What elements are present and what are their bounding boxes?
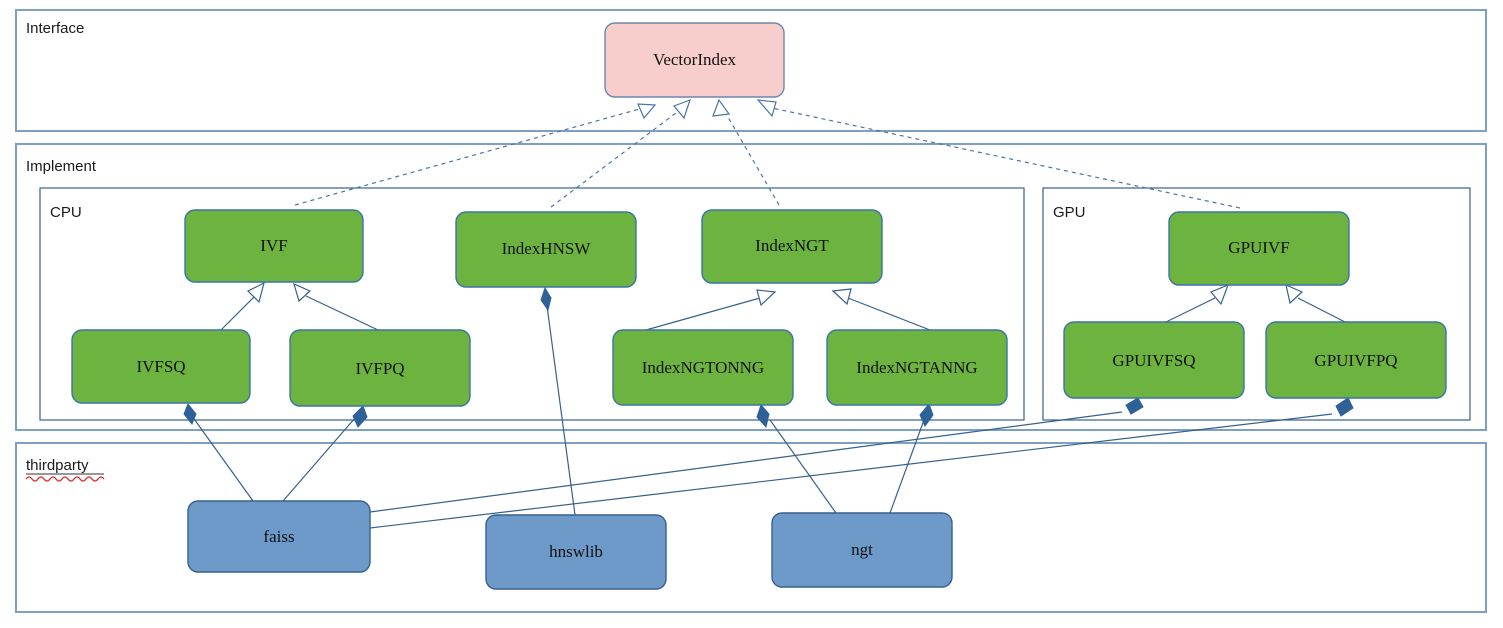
edge-gpuivfpq-to-gpuivf — [1285, 283, 1346, 323]
filled-diamond-icon — [1125, 397, 1144, 415]
edge-gpuivf-to-vectorindex — [756, 99, 1241, 209]
group-implement-label: Implement — [26, 158, 97, 175]
hollow-triangle-arrow-icon — [712, 98, 731, 117]
node-ngt-label: ngt — [851, 540, 873, 559]
edge-indexngt-to-vectorindex — [712, 98, 780, 206]
edge-hnswlib-to-indexhnsw — [540, 286, 576, 516]
node-faiss[interactable]: faiss — [187, 500, 371, 573]
node-hnswlib[interactable]: hnswlib — [485, 514, 667, 590]
node-indexngt[interactable]: IndexNGT — [701, 209, 883, 284]
edge-ngt-to-indexngtanng — [889, 403, 934, 514]
node-vectorindex[interactable]: VectorIndex — [604, 22, 785, 98]
edge-ivfpq-to-ivf — [293, 282, 379, 331]
group-interface-label: Interface — [26, 20, 84, 37]
node-indexhnsw[interactable]: IndexHNSW — [455, 211, 637, 288]
group-gpu-label: GPU — [1053, 204, 1086, 221]
edge-faiss-to-gpuivfpq — [369, 397, 1354, 529]
edge-faiss-to-ivfpq — [282, 405, 368, 502]
hollow-triangle-arrow-icon — [1210, 283, 1230, 306]
node-gpuivfsq-label: GPUIVFSQ — [1112, 351, 1195, 370]
edge-faiss-to-ivfsq — [183, 403, 254, 502]
node-faiss-label: faiss — [263, 527, 294, 546]
node-indexngtanng-label: IndexNGTANNG — [856, 358, 977, 377]
spellcheck-squiggle-icon — [25, 476, 105, 482]
hollow-triangle-arrow-icon — [756, 99, 777, 118]
edge-indexngtanng-to-indexngt — [831, 288, 931, 331]
hollow-triangle-arrow-icon — [637, 103, 657, 120]
node-ivfsq-label: IVFSQ — [136, 357, 185, 376]
filled-diamond-icon — [1335, 397, 1354, 417]
group-thirdparty-label: thirdparty — [26, 457, 89, 474]
node-ivfpq-label: IVFPQ — [355, 359, 404, 378]
edge-ngt-to-indexngtonng — [756, 404, 837, 514]
node-gpuivfsq[interactable]: GPUIVFSQ — [1063, 321, 1245, 399]
node-ivf[interactable]: IVF — [184, 209, 364, 283]
node-ivf-label: IVF — [260, 236, 287, 255]
node-indexngt-label: IndexNGT — [755, 236, 829, 255]
node-gpuivf-label: GPUIVF — [1228, 238, 1289, 257]
node-gpuivf[interactable]: GPUIVF — [1168, 211, 1350, 286]
hollow-triangle-arrow-icon — [293, 282, 312, 303]
node-indexhnsw-label: IndexHNSW — [502, 239, 592, 258]
edge-gpuivfsq-to-gpuivf — [1165, 283, 1230, 323]
node-gpuivfpq[interactable]: GPUIVFPQ — [1265, 321, 1447, 399]
filled-diamond-icon — [352, 405, 368, 428]
edge-faiss-to-gpuivfsq — [369, 397, 1144, 513]
node-ivfpq[interactable]: IVFPQ — [289, 329, 471, 407]
edge-indexngtonng-to-indexngt — [645, 289, 777, 331]
edge-indexhnsw-to-vectorindex — [550, 98, 691, 208]
hollow-triangle-arrow-icon — [756, 289, 777, 307]
group-cpu-label: CPU — [50, 204, 82, 221]
node-ivfsq[interactable]: IVFSQ — [71, 329, 251, 404]
node-vectorindex-label: VectorIndex — [653, 50, 737, 69]
filled-diamond-icon — [183, 403, 197, 425]
hollow-triangle-arrow-icon — [831, 288, 852, 306]
edge-ivf-to-vectorindex — [294, 103, 657, 206]
hollow-triangle-arrow-icon — [246, 281, 265, 304]
filled-diamond-icon — [540, 286, 552, 312]
filled-diamond-icon — [756, 404, 770, 429]
node-gpuivfpq-label: GPUIVFPQ — [1314, 351, 1397, 370]
node-ngt[interactable]: ngt — [771, 512, 953, 588]
hollow-triangle-arrow-icon — [672, 98, 691, 120]
node-indexngtanng[interactable]: IndexNGTANNG — [826, 329, 1008, 406]
hollow-triangle-arrow-icon — [1285, 283, 1304, 305]
node-indexngtonng[interactable]: IndexNGTONNG — [612, 329, 794, 406]
filled-diamond-icon — [919, 403, 934, 427]
edge-ivfsq-to-ivf — [220, 281, 265, 331]
node-hnswlib-label: hnswlib — [549, 542, 603, 561]
node-indexngtonng-label: IndexNGTONNG — [642, 358, 764, 377]
